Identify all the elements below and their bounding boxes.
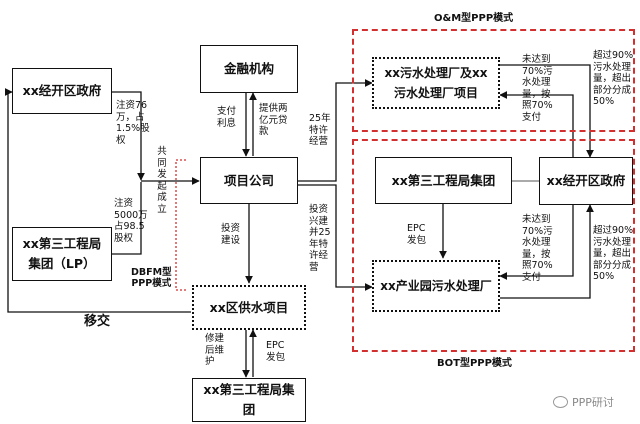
lp-invest-label: 注资 5000万 占98.5 股权 [114,198,148,244]
om-under70-label: 未达到 70%污 水处理 量，按 照70% 支付 [522,54,553,123]
line-company-to-bot [298,184,373,291]
pay-interest-label: 支付 利息 [217,106,237,129]
water-supply-label: xx区供水项目 [209,299,289,315]
om-model-title: O&M型PPP模式 [434,13,514,24]
line-gov-to-om [499,91,574,157]
third-bureau-right-label: xx第三工程局集团 [391,172,496,188]
om-25-label: 25年 特许 经营 [309,113,331,147]
third-bureau-bottom-label: xx第三工程局集团 [203,382,295,417]
sewage-om-box: xx污水处理厂及xx污水处理厂项目 [372,57,500,109]
watermark: PPP研讨 [553,394,614,410]
third-bureau-bottom-box: xx第三工程局集团 [192,378,306,422]
invest-build-label: 投资 建设 [221,223,241,246]
gov-left-box: xx经开区政府 [12,68,112,114]
dbfm-bracket [175,159,186,291]
project-company-box: 项目公司 [200,157,298,204]
line-lp-to-company [112,182,142,255]
gov-right-label: xx经开区政府 [546,173,626,188]
bot-under70-label: 未达到 70%污 水处理 量，按 照70% 支付 [522,214,553,283]
finance-box: 金融机构 [200,45,298,93]
line-park-to-gov [500,204,594,299]
bot-model-region [352,139,635,352]
bot-25-label: 投资 兴建 并25 年特 许经 营 [309,204,331,273]
om-over90-label: 超过90% 污水处理 量，超出 部分分成 50% [593,50,634,107]
line-transfer [4,88,191,313]
joint-launch-label: 共 同 发 起 成 立 [157,146,167,215]
line-gov-to-park [499,205,574,280]
third-bureau-right-box: xx第三工程局集团 [375,157,512,204]
park-sewage-box: xx产业园污水处理厂 [372,260,500,312]
wechat-icon [553,396,568,408]
repair-label: 修建 后维 护 [205,333,225,367]
om-model-region [352,29,635,132]
transfer-label: 移交 [84,314,111,329]
third-bureau-lp-label: xx第三工程局集团（LP） [22,236,102,271]
epc-bottom-label: EPC 发包 [266,340,286,363]
line-gov-to-company [112,91,145,181]
line-company-to-om [298,79,373,182]
dbfm-model-title: DBFM型 PPP模式 [131,267,172,289]
park-sewage-label: xx产业园污水处理厂 [380,279,492,293]
epc-right-label: EPC 发包 [407,223,427,246]
project-company-label: 项目公司 [223,172,274,188]
water-supply-box: xx区供水项目 [192,285,306,330]
gov-left-label: xx经开区政府 [22,83,102,98]
bot-model-title: BOT型PPP模式 [437,358,512,369]
gov-right-box: xx经开区政府 [539,157,633,205]
gov-invest-label: 注资76 万，占 1.5%股 权 [116,100,150,146]
bot-over90-label: 超过90% 污水处理 量，超出 部分分成 50% [593,225,634,282]
third-bureau-lp-box: xx第三工程局集团（LP） [12,227,112,281]
watermark-text: PPP研讨 [572,396,614,409]
line-om-to-gov [500,64,594,158]
finance-label: 金融机构 [223,61,274,76]
loan-label: 提供两 亿元贷 款 [259,103,288,137]
sewage-om-label: xx污水处理厂及xx污水处理厂项目 [384,66,488,100]
